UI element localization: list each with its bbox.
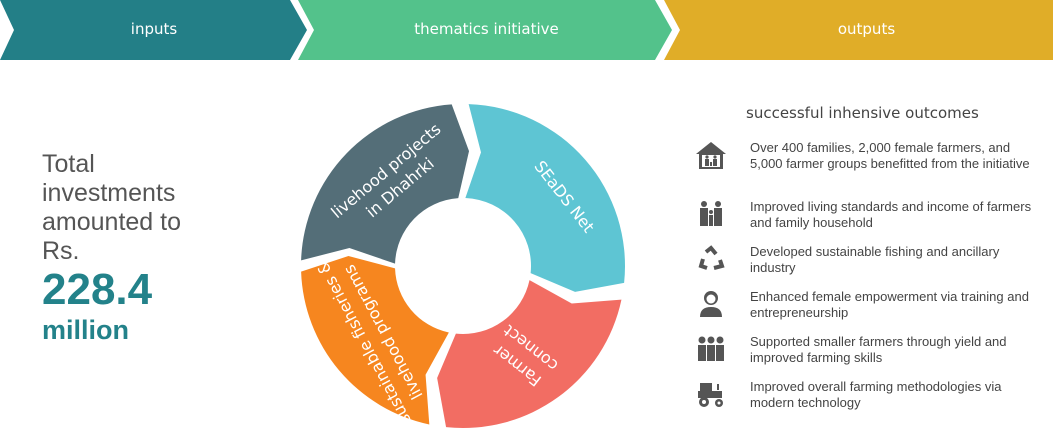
outcome-text: Supported smaller farmers through yield … — [750, 334, 1007, 365]
outcomes-title: successful inhensive outcomes — [746, 104, 979, 122]
outcome-item: Improved living standards and income of … — [696, 199, 1036, 230]
outcome-item: Improved overall farming methodologies v… — [696, 379, 1036, 410]
outcome-item: Over 400 families, 2,000 female farmers,… — [696, 140, 1036, 171]
outcome-text: Enhanced female empowerment via training… — [750, 289, 1029, 320]
cycle-segment — [465, 104, 626, 292]
outcome-text: Developed sustainable fishing and ancill… — [750, 244, 1000, 275]
tractor-icon — [698, 383, 723, 407]
group-icon — [698, 336, 724, 361]
cycle-segment — [301, 104, 470, 264]
family-icon — [700, 201, 722, 226]
cycle-segment — [437, 280, 622, 428]
cycle-segment — [301, 255, 449, 425]
outcome-text: Over 400 families, 2,000 female farmers,… — [750, 140, 1030, 171]
outcome-item: Supported smaller farmers through yield … — [696, 334, 1036, 365]
outcome-item: Developed sustainable fishing and ancill… — [696, 244, 1036, 275]
investment-amount: 228.4 — [42, 265, 153, 314]
caption-line: Rs. — [42, 237, 80, 265]
outcome-text: Improved overall farming methodologies v… — [750, 379, 1002, 410]
banner-outputs — [664, 0, 1053, 60]
banner-thematics-label: thematics initiative — [414, 20, 559, 38]
banner-inputs — [0, 0, 307, 60]
process-banner — [0, 0, 1053, 60]
banner-outputs-label: outputs — [837, 20, 896, 38]
outcome-text: Improved living standards and income of … — [750, 199, 1032, 230]
recycle-icon — [698, 245, 725, 270]
caption-line: investments — [42, 179, 176, 207]
investment-caption: Total investments amounted to Rs. — [42, 150, 181, 266]
caption-line: amounted to — [42, 208, 181, 236]
investment-unit: million — [42, 315, 129, 345]
woman-icon — [700, 291, 722, 317]
outcome-item: Enhanced female empowerment via training… — [696, 289, 1036, 320]
banner-thematics — [298, 0, 672, 60]
banner-inputs-label: inputs — [130, 20, 178, 38]
caption-line: Total — [42, 150, 95, 178]
house-family-icon — [696, 142, 726, 169]
